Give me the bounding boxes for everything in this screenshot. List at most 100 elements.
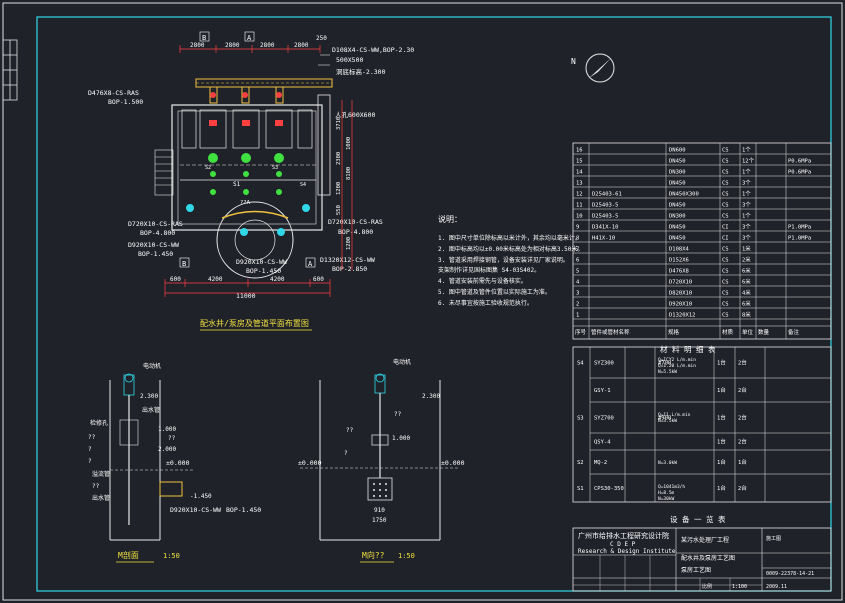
equipment-cell: 2台 [738, 484, 747, 492]
material-cell: CS [722, 192, 729, 198]
equipment-cell: QSY-4 [594, 440, 611, 446]
material-cell: 4 [576, 280, 580, 286]
note-line-4: 支架制作详见国标图集 S4-03S402。 [438, 266, 540, 274]
label-hole: 500X500 [336, 56, 363, 64]
sec-m-label-1: 出水管 [142, 406, 160, 414]
material-cell: CS [722, 214, 729, 220]
equipment-cell: 2台 [738, 414, 747, 422]
material-cell: D720X10 [669, 280, 692, 286]
equipment-cell: S3 [577, 416, 584, 422]
label-d1320: D1320X12-CS-WW [320, 256, 375, 264]
dim-left: 600 [170, 276, 181, 283]
tb-project: 某污水处理厂工程 [681, 536, 729, 544]
label-bop-d920b: BOP-1.450 [246, 267, 281, 275]
equipment-cell: 1台 [717, 484, 726, 492]
material-cell: D108X4 [669, 247, 690, 253]
material-cell: CS [722, 181, 729, 187]
tb-cdep: C D E P [610, 541, 636, 548]
equipment-cell: 1台 [717, 438, 726, 446]
material-header-cell: 规格 [668, 328, 680, 336]
label-d920: D920X10-CS-WW [128, 241, 179, 249]
sec-v-title: M向?? [362, 550, 385, 560]
material-cell: 2 [576, 302, 579, 308]
label-bop1: BOP-1.500 [108, 98, 143, 106]
sec-v-elev-zero: ±0.000 [298, 459, 322, 467]
label-d720-left: D720X10-CS-RAS [128, 220, 183, 228]
material-cell: D25403-5 [592, 203, 619, 209]
sec-m-label-3: ?? [88, 434, 96, 441]
equipment-cell: S2 [577, 460, 584, 466]
equipment-cell: 2台 [738, 386, 747, 394]
equipment-spec: Q=1041m3/h [658, 484, 685, 490]
equipment-spec: Q=1.20 L/m.min [658, 363, 696, 369]
material-cell: DN300 [669, 170, 686, 176]
label-d720-right: D720X10-CS-RAS [328, 218, 383, 226]
label-d108: D108X4-CS-WW,BOP-2.30 [332, 46, 414, 54]
material-header-cell: 数量 [758, 328, 770, 336]
label-bop-left: BOP-4.800 [140, 229, 175, 237]
dim-right-5: 550 [336, 205, 342, 215]
dim-right-7: 1200 [346, 237, 352, 250]
notes-heading: 说明： [438, 214, 462, 224]
material-cell: CI [722, 225, 729, 231]
material-cell: CS [722, 247, 729, 253]
material-cell: P0.6MPa [788, 159, 811, 165]
material-cell: 12 [576, 192, 583, 198]
tb-sheet-no: 0009-22378-14-21 [766, 571, 814, 577]
dim-top-2: 2800 [225, 42, 240, 49]
equipment-cell: #700 [658, 361, 671, 367]
material-cell: 6米 [742, 278, 751, 286]
equipment-cell: GSY-1 [594, 388, 611, 394]
material-cell: 3个 [742, 235, 751, 242]
sec-v-label-1: ?? [394, 411, 402, 418]
pump-tag-s3: S3 [272, 165, 278, 171]
material-cell: 8米 [742, 311, 751, 319]
tb-drawing: 配水井及泵房工艺图 [681, 554, 735, 562]
sec-m-label-5: ? [88, 458, 92, 465]
label-d920b: D920X10-CS-WW [236, 258, 287, 266]
material-cell: H41X-10 [592, 236, 615, 242]
section-b-bottom: B [182, 260, 186, 268]
tb-scale-label: 比例 [702, 583, 712, 590]
dim-right-3: 8100 [346, 167, 352, 180]
note-line-6: 5. 图中管道及管件位置以实际施工为准。 [438, 288, 551, 296]
material-cell: 3 [576, 291, 579, 297]
valve-label: ??A [240, 200, 251, 206]
sec-m-pipe: D920X10-CS-WW [170, 506, 221, 514]
sec-m-label-0: 电动机 [143, 362, 161, 370]
material-cell: DN450 [669, 225, 686, 231]
dim-top-4: 2800 [294, 42, 309, 49]
dim-total: 11000 [236, 292, 256, 300]
label-grille: 人孔600X600 [335, 111, 375, 119]
label-hole-sub: 洞底标高-2.300 [336, 67, 386, 76]
section-a-bottom: A [308, 260, 313, 268]
note-line-2: 2. 图中标高均以±0.00米标高处为相对标高3.50米。 [438, 245, 583, 253]
material-cell: CS [722, 269, 729, 275]
sec-v-dim-top: 2.300 [422, 393, 440, 400]
dim-top-5: 250 [316, 35, 327, 42]
equipment-cell: 1台 [717, 414, 726, 422]
tb-stage: 施工图 [766, 535, 781, 542]
material-cell: 7 [576, 247, 579, 253]
sec-m-dim-b: 2.000 [158, 446, 176, 453]
material-cell: CS [722, 313, 729, 319]
svg-text:N: N [571, 57, 576, 66]
material-cell: DN600 [669, 148, 686, 154]
plan-view: 2800 2800 2800 2800 250 B A D108X4-CS-WW… [88, 31, 414, 331]
pump-tag-s4: S4 [300, 182, 306, 188]
sec-v-label-3: ? [344, 450, 348, 457]
note-line-1: 1. 图中尺寸单位除标高以米计外，其余均以毫米计。 [438, 234, 581, 242]
equipment-spec: H=8.5m [658, 490, 675, 496]
material-header-cell: 单位 [742, 328, 754, 336]
material-cell: 1个 [742, 191, 751, 198]
material-cell: 11 [576, 203, 583, 209]
material-cell: 1个 [742, 169, 751, 176]
material-header-cell: 序号 [575, 328, 587, 336]
equipment-cell: 2台 [738, 438, 747, 446]
material-cell: CS [722, 302, 729, 308]
sec-v-label-2: ?? [346, 427, 354, 434]
equipment-cell: #900 [658, 416, 671, 422]
materials-title: 材 料 明 细 表 [660, 344, 716, 354]
pump-tag-s2: S2 [205, 165, 211, 171]
sec-v-label-0: 电动机 [393, 358, 411, 366]
